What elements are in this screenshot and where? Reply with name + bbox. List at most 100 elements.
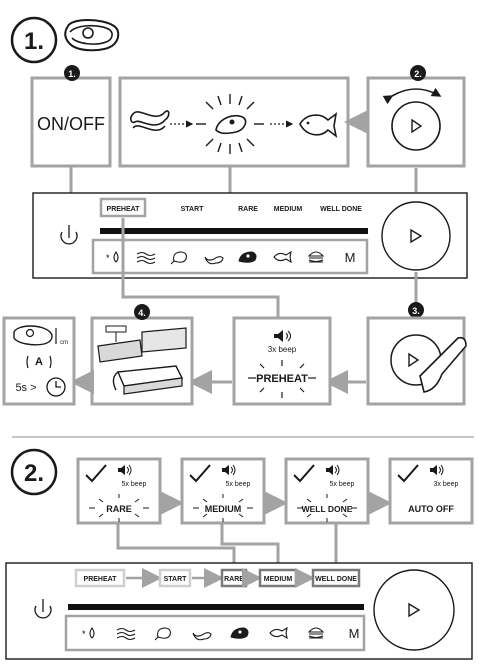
power-icon-2 [34, 599, 52, 619]
panel-label-medium: MEDIUM [274, 206, 303, 213]
mode-icons-strip [91, 238, 369, 275]
thickness-unit: cm [60, 340, 68, 346]
finger-press-icon [419, 336, 467, 393]
card-label: MEDIUM [205, 504, 242, 514]
doneness-sequence: PREHEAT START RARE MEDIUM WELL DONE [74, 568, 361, 588]
manual-icon[interactable]: M [349, 626, 360, 641]
defrost-icon[interactable]: * [82, 627, 95, 639]
bacon-icon[interactable] [116, 627, 136, 641]
progress-bar-2 [68, 604, 364, 610]
sequence-label: PREHEAT [84, 576, 118, 583]
connector-rare [116, 523, 236, 568]
checkmark-icon [397, 464, 419, 483]
start-dial-small [391, 101, 441, 151]
sequence-frame [74, 568, 126, 588]
callout-1-label: 1. [68, 69, 76, 79]
closed-grill-icon [112, 365, 184, 395]
timer-text: 5s > [15, 382, 36, 394]
press-dial-play-icon [408, 352, 420, 368]
sequence-label: MEDIUM [264, 576, 293, 583]
burger-icon[interactable] [307, 251, 325, 263]
poultry-icon[interactable] [170, 251, 187, 265]
step-2-badge: 2. [10, 448, 58, 496]
manual-label: M [345, 250, 356, 265]
sequence-item: RARE [220, 568, 248, 588]
auto-brackets [26, 355, 52, 369]
callout-1 [64, 65, 80, 81]
on-off-label: ON/OFF [37, 114, 105, 134]
defrost-icon[interactable]: * [106, 251, 119, 263]
checkmark-icon [189, 464, 211, 483]
card-label: WELL DONE [302, 504, 353, 514]
manual-label: M [349, 626, 360, 641]
preheat-beep-text: 3x beep [268, 345, 297, 354]
sequence-item: PREHEAT [74, 568, 126, 588]
sequence-frame [311, 568, 361, 588]
step-1-badge: 1. [10, 16, 58, 64]
card-label: RARE [106, 504, 132, 514]
callout-4 [134, 304, 150, 320]
speaker-icon [326, 464, 340, 476]
speaker-icon [274, 330, 292, 342]
steak-icon[interactable] [238, 251, 257, 263]
card-beep-text: 5x beep [330, 481, 355, 488]
fish-icon[interactable] [273, 250, 292, 264]
burger-icon[interactable] [307, 627, 325, 639]
sequence-item: START [158, 568, 192, 588]
thickness-steak-icon [13, 325, 57, 346]
connector-medium [220, 523, 280, 568]
defrost-star-icon: * [106, 253, 110, 263]
sausage-icon[interactable] [192, 632, 212, 641]
flash-rays [297, 494, 357, 522]
steak-icon[interactable] [230, 627, 249, 639]
sausage-icon [130, 110, 170, 132]
checkmark-icon [85, 464, 107, 483]
panel-label-rare: RARE [238, 206, 258, 213]
start-dial-2-play-icon [408, 602, 421, 618]
on-off-box [30, 76, 112, 168]
poultry-icon[interactable] [154, 627, 171, 641]
start-dial-2[interactable] [373, 569, 455, 651]
callout-2-label: 2. [414, 69, 422, 79]
card-label: AUTO OFF [408, 504, 454, 514]
preheat-flash-label: PREHEAT [256, 373, 308, 385]
steak-icon [64, 19, 120, 52]
speaker-icon [118, 464, 132, 476]
mode-icons-row-2: *M [82, 626, 359, 641]
flash-rays [193, 494, 253, 522]
bacon-icon[interactable] [136, 251, 156, 265]
panel-label-preheat: PREHEAT [107, 206, 141, 213]
start-dial-play-icon [410, 228, 423, 244]
callout-3 [408, 302, 424, 318]
fish-icon[interactable] [269, 626, 288, 640]
flash-rays [89, 494, 149, 522]
auto-mode-label: A [35, 356, 43, 368]
fish-icon [299, 112, 338, 138]
power-icon [60, 225, 78, 245]
sausage-icon[interactable] [204, 256, 224, 265]
play-icon [411, 118, 423, 134]
card-beep-text: 5x beep [226, 481, 251, 488]
steak-flash-icon [196, 94, 264, 154]
speaker-icon [430, 464, 444, 476]
panel-label-start: START [181, 206, 205, 213]
sequence-frame [158, 568, 192, 588]
step-2-number: 2. [24, 460, 44, 487]
sequence-item: WELL DONE [311, 568, 361, 588]
progress-bar [100, 228, 368, 234]
start-dial[interactable] [381, 201, 451, 271]
step-1-number: 1. [24, 28, 44, 55]
manual-icon[interactable]: M [345, 250, 356, 265]
connector-preheat-to-beep [121, 218, 280, 318]
callout-2 [410, 65, 426, 81]
sequence-label: WELL DONE [315, 576, 357, 583]
mode-icons-strip-2 [64, 614, 366, 652]
preheat-highlight [99, 197, 147, 218]
callout-3-label: 3. [412, 306, 420, 316]
card-beep-text: 5x beep [122, 481, 147, 488]
